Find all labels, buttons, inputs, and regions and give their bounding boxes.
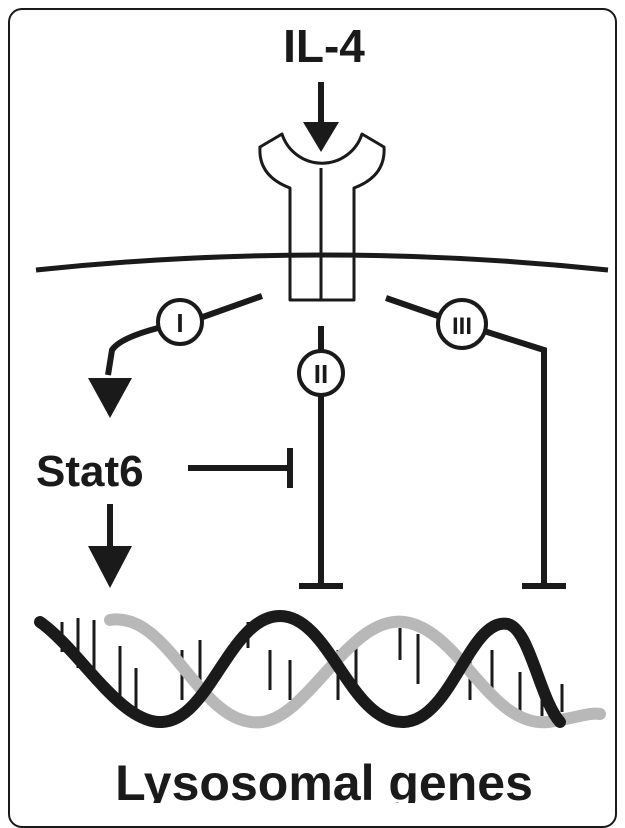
il4-receptor (258, 132, 386, 302)
dna-strand-primary (34, 609, 566, 729)
pathway-i (105, 293, 264, 376)
pathway-ii (299, 326, 343, 589)
ligand-arrow (303, 82, 339, 152)
dna-helix (34, 609, 606, 729)
lysosomal-genes-label: Lysosomal genes (115, 755, 533, 803)
stat6-arrow (88, 504, 132, 588)
pathway-i-label: I (176, 308, 183, 338)
stat6-label: Stat6 (36, 447, 144, 496)
il4-label: IL-4 (283, 20, 365, 72)
cell-membrane (35, 252, 609, 273)
pathway-i-badge: I (156, 298, 204, 346)
pathway-ii-badge: II (297, 349, 345, 397)
pathway-ii-label: II (314, 359, 328, 389)
dna-strand-secondary (104, 613, 606, 729)
il4-signaling-diagram: IL-4 I II III Stat6 (34, 20, 609, 803)
pathway-iii (385, 295, 566, 589)
stat6-inhibition (188, 448, 293, 488)
pathway-i-arrowhead (88, 378, 132, 418)
pathway-iii-label: III (452, 313, 472, 340)
pathway-iii-badge: III (436, 298, 488, 350)
